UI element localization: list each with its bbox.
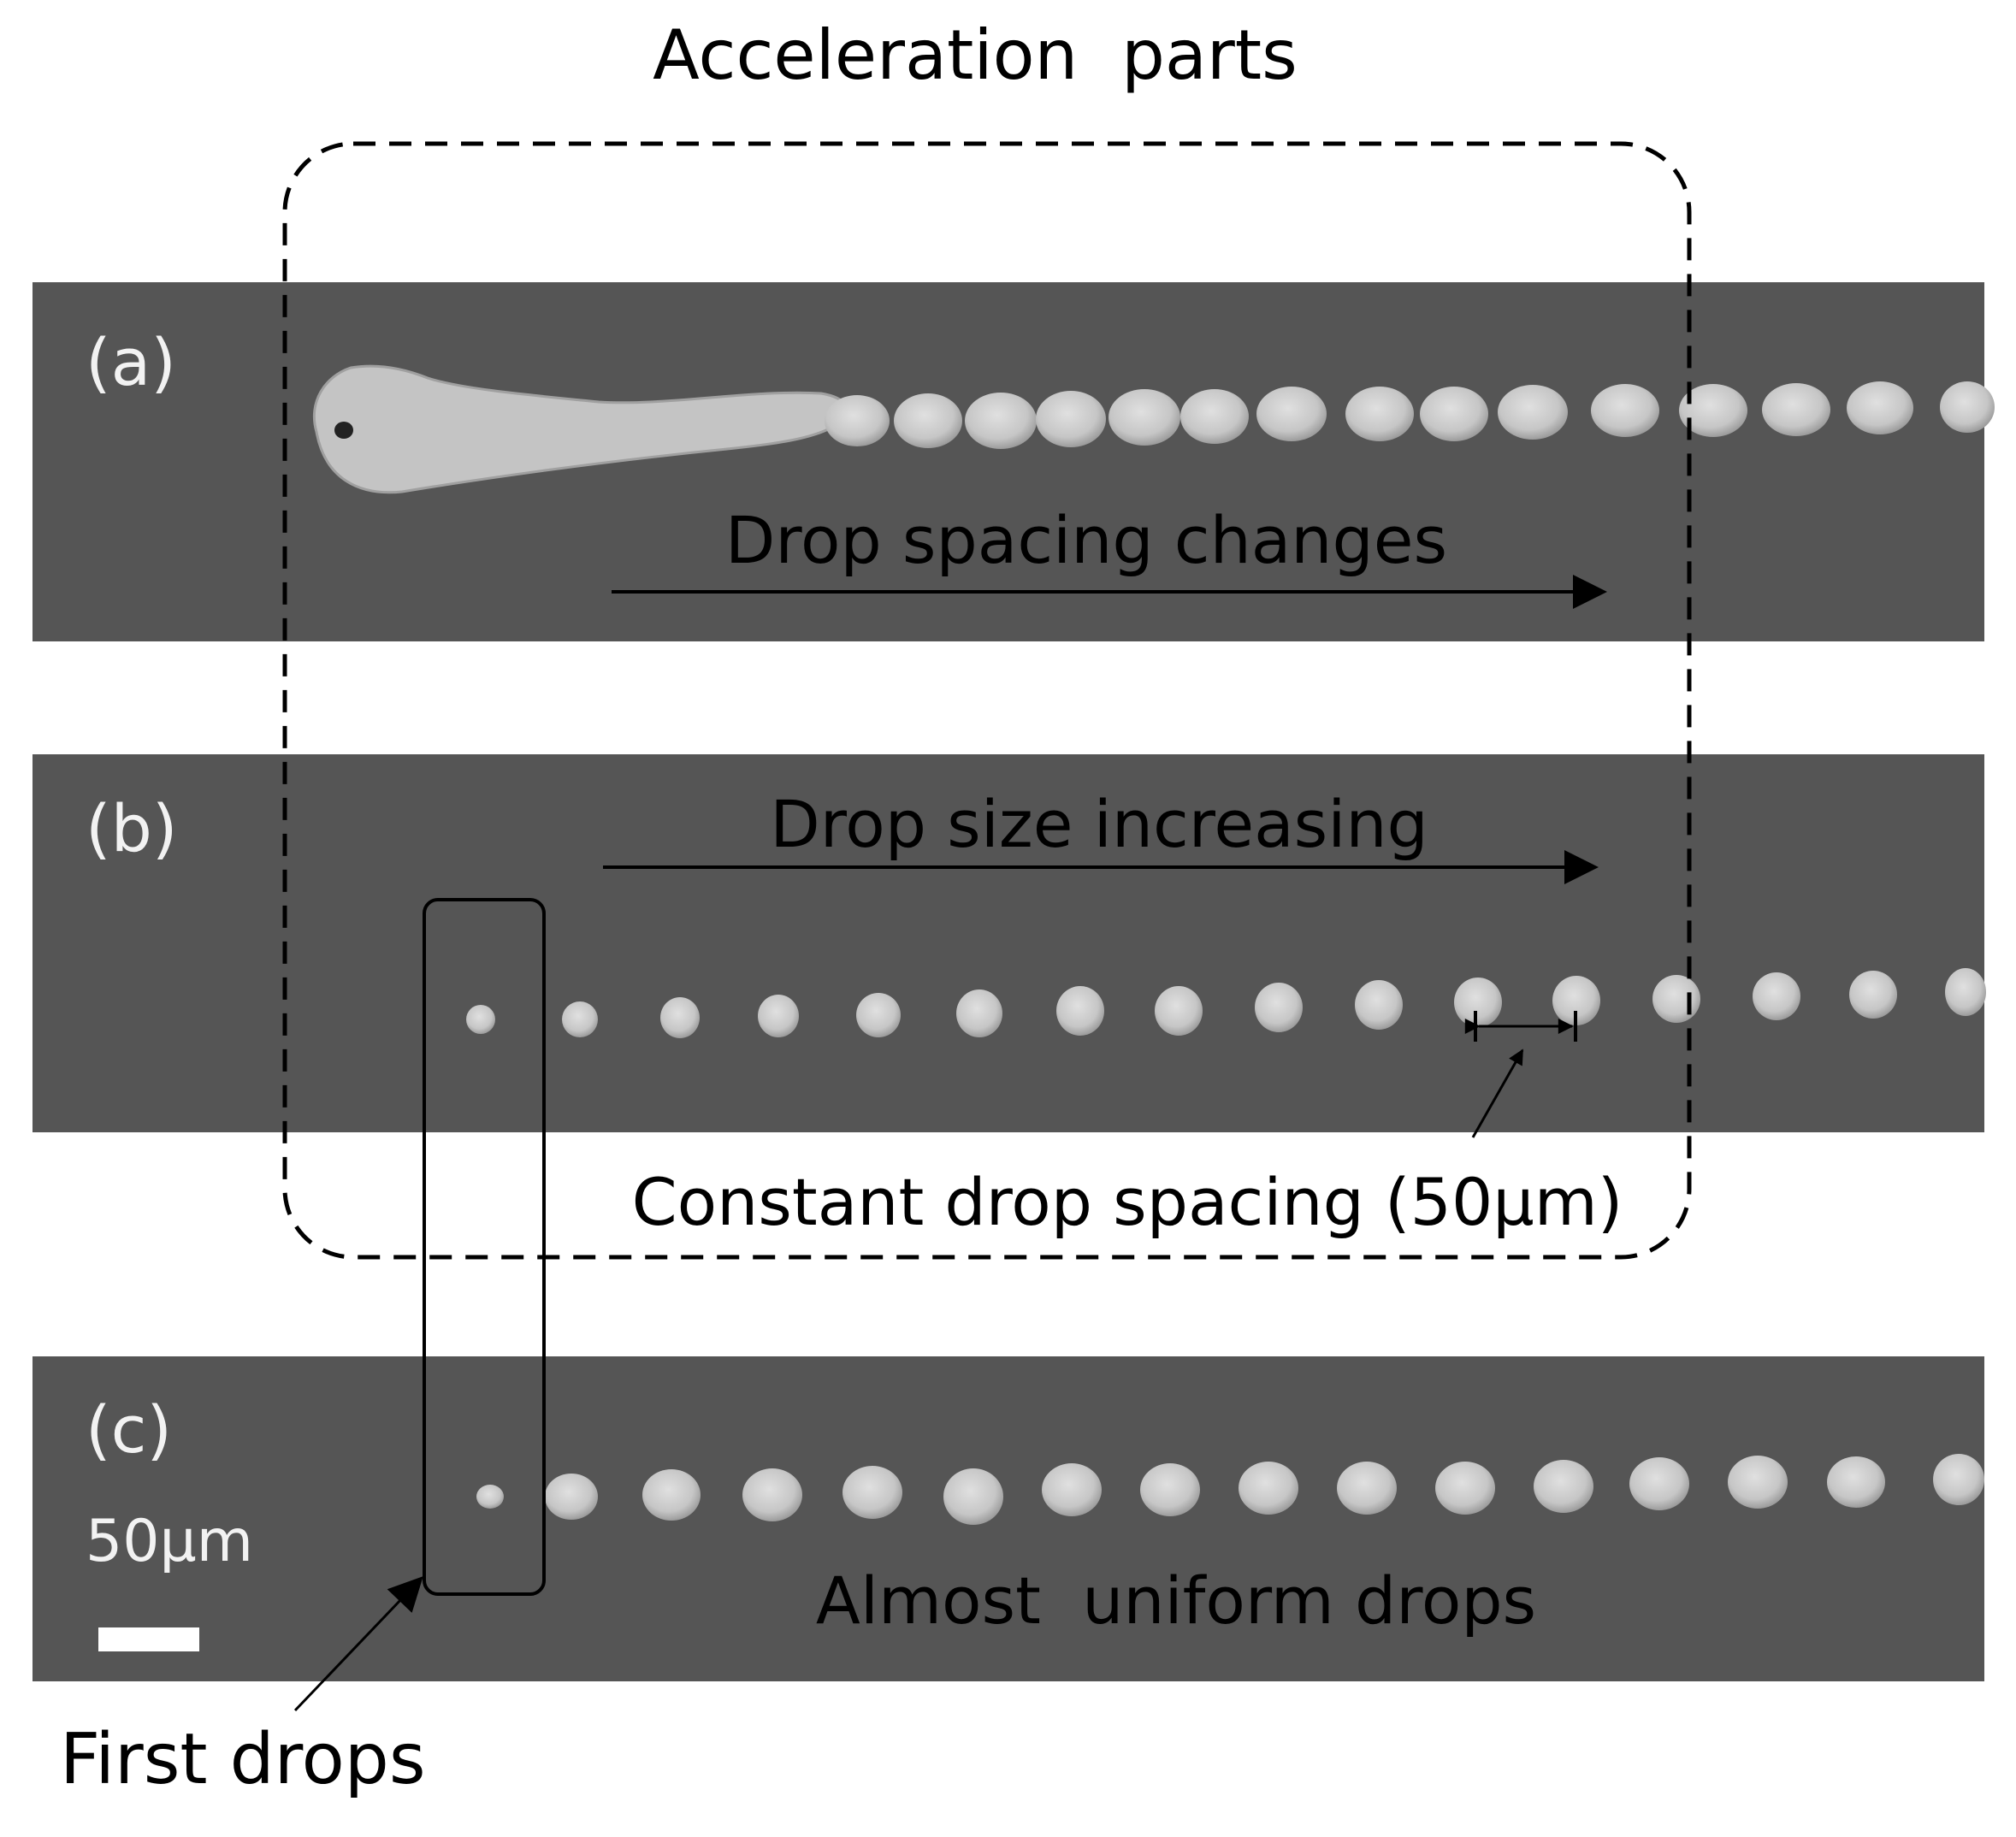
panel-a-annotation: Drop spacing changes bbox=[725, 502, 1447, 578]
drop bbox=[1849, 971, 1897, 1019]
drop bbox=[1629, 1457, 1689, 1510]
figure-title: Acceleration parts bbox=[653, 15, 1298, 95]
drop bbox=[1155, 986, 1203, 1036]
drop bbox=[1345, 387, 1414, 441]
drop bbox=[943, 1468, 1003, 1525]
panel-b-background bbox=[33, 754, 1984, 1132]
drop bbox=[856, 993, 901, 1037]
drop bbox=[1355, 980, 1403, 1030]
drop bbox=[1239, 1462, 1298, 1515]
panel-c-label: (c) bbox=[86, 1391, 172, 1468]
drop bbox=[562, 1001, 598, 1037]
drop bbox=[466, 1005, 495, 1034]
drop bbox=[842, 1466, 902, 1519]
drop bbox=[1591, 384, 1659, 437]
deposit-hole bbox=[334, 422, 353, 439]
drop bbox=[894, 393, 962, 448]
scale-bar-label: 50μm bbox=[86, 1508, 253, 1575]
panel-a: (a) Drop spacing changes bbox=[33, 282, 1995, 641]
drop bbox=[642, 1469, 701, 1521]
drop bbox=[1728, 1456, 1788, 1509]
drop bbox=[1679, 384, 1747, 437]
drop bbox=[1042, 1463, 1102, 1516]
drop bbox=[956, 989, 1002, 1037]
drop bbox=[965, 393, 1037, 449]
panel-c-annotation: Almost uniform drops bbox=[816, 1562, 1536, 1639]
panel-b-annotation: Drop size increasing bbox=[770, 786, 1428, 862]
first-drops-label: First drops bbox=[60, 1719, 426, 1800]
drop bbox=[1056, 986, 1104, 1036]
drop bbox=[1933, 1454, 1984, 1505]
drop bbox=[1435, 1462, 1495, 1515]
drop bbox=[1940, 381, 1995, 433]
drop bbox=[476, 1485, 504, 1509]
panel-c-drops bbox=[476, 1454, 1984, 1525]
drop bbox=[1534, 1460, 1593, 1513]
drop bbox=[1036, 391, 1106, 447]
panel-a-background bbox=[33, 282, 1984, 641]
drop bbox=[1652, 975, 1700, 1023]
drop bbox=[1753, 972, 1800, 1020]
spacing-leader bbox=[1471, 1048, 1524, 1138]
drop bbox=[758, 995, 799, 1037]
constant-spacing-note: Constant drop spacing (50μm) bbox=[632, 1164, 1623, 1240]
drop bbox=[1762, 383, 1830, 436]
drop bbox=[1498, 385, 1568, 440]
panel-b-drops bbox=[466, 968, 1986, 1038]
drop bbox=[545, 1474, 598, 1520]
panel-b-label: (b) bbox=[86, 790, 178, 866]
drop bbox=[1827, 1456, 1885, 1508]
drop bbox=[1454, 978, 1502, 1027]
panel-b: (b) Drop size increasing bbox=[33, 754, 1986, 1138]
drop bbox=[1420, 387, 1488, 441]
spacing-dimension bbox=[1464, 1011, 1577, 1042]
drop bbox=[1337, 1462, 1397, 1515]
drop bbox=[1255, 983, 1303, 1032]
drop bbox=[1256, 387, 1327, 441]
first-drops-box bbox=[423, 898, 546, 1596]
drop bbox=[1140, 1463, 1200, 1516]
drop bbox=[1109, 389, 1180, 446]
drop bbox=[1552, 976, 1600, 1025]
panel-a-label: (a) bbox=[86, 324, 176, 400]
drop bbox=[1180, 389, 1249, 444]
panel-c: (c) 50μm Almost uniform drops bbox=[33, 1356, 1984, 1681]
drop bbox=[660, 997, 700, 1038]
drop bbox=[1847, 381, 1913, 434]
drop bbox=[1945, 968, 1986, 1016]
first-drops-pointer bbox=[293, 1576, 423, 1712]
drop bbox=[825, 395, 890, 446]
scale-bar bbox=[98, 1627, 199, 1651]
panel-c-background bbox=[33, 1356, 1984, 1681]
drop bbox=[742, 1468, 802, 1521]
acceleration-region bbox=[282, 141, 1692, 1260]
panel-a-drops bbox=[312, 364, 1995, 494]
